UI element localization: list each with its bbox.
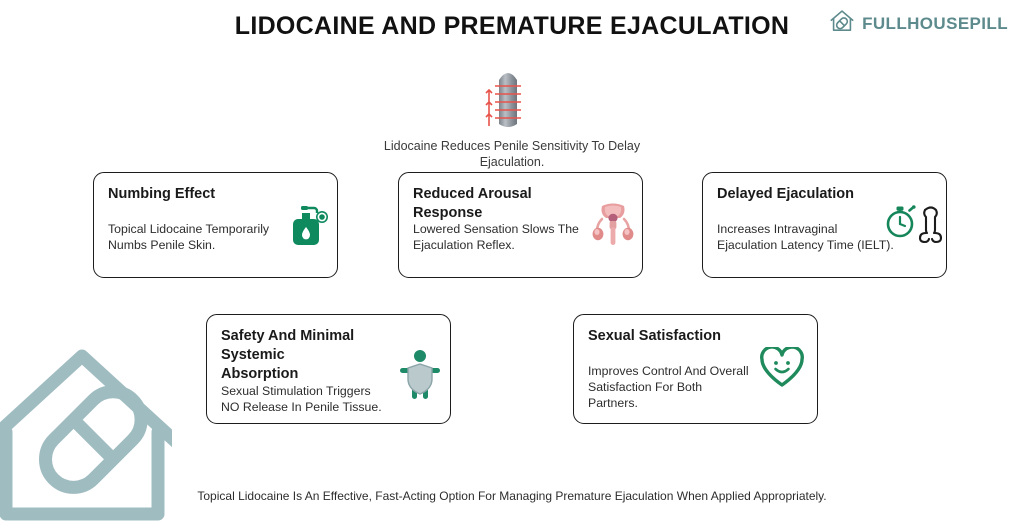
card-title: Numbing Effect	[108, 186, 216, 202]
card-numbing-effect[interactable]: Numbing Effect Topical Lidocaine Tempora…	[93, 172, 338, 278]
card-title: Reduced Arousal Response	[413, 186, 532, 221]
card-body: Sexual Stimulation Triggers NO Release I…	[221, 384, 382, 414]
penis-shaft-sensitivity-icon	[473, 62, 543, 130]
house-pill-logo-icon	[829, 8, 855, 39]
card-title: Safety And Minimal Systemic Absorption	[221, 328, 355, 382]
card-sexual-satisfaction[interactable]: Sexual Satisfaction Improves Control And…	[573, 314, 818, 424]
male-reproductive-anatomy-icon	[592, 199, 634, 249]
brand-name: FULLHOUSEPILL	[862, 13, 1008, 33]
lotion-pump-bottle-icon	[287, 203, 329, 247]
smiling-heart-icon	[759, 347, 805, 389]
card-body: Increases Intravaginal Ejaculation Laten…	[717, 222, 894, 252]
card-title: Delayed Ejaculation	[717, 186, 854, 202]
stopwatch-penis-icon	[884, 197, 942, 245]
card-body: Improves Control And Overall Satisfactio…	[588, 364, 749, 410]
page-title: LIDOCAINE AND PREMATURE EJACULATION	[234, 12, 790, 40]
brand-logo[interactable]: FULLHOUSEPILL	[829, 8, 1008, 39]
footer-note: Topical Lidocaine Is An Effective, Fast-…	[197, 489, 827, 503]
card-title: Sexual Satisfaction	[588, 328, 721, 344]
card-body: Lowered Sensation Slows The Ejaculation …	[413, 222, 579, 252]
card-body: Topical Lidocaine Temporarily Numbs Peni…	[108, 222, 270, 252]
person-shield-safety-icon	[398, 349, 442, 401]
hero-caption: Lidocaine Reduces Penile Sensitivity To …	[383, 139, 641, 169]
card-safety-minimal-systemic-absorption[interactable]: Safety And Minimal Systemic Absorption S…	[206, 314, 451, 424]
card-delayed-ejaculation[interactable]: Delayed Ejaculation Increases Intravagin…	[702, 172, 947, 278]
card-reduced-arousal-response[interactable]: Reduced Arousal Response Lowered Sensati…	[398, 172, 643, 278]
